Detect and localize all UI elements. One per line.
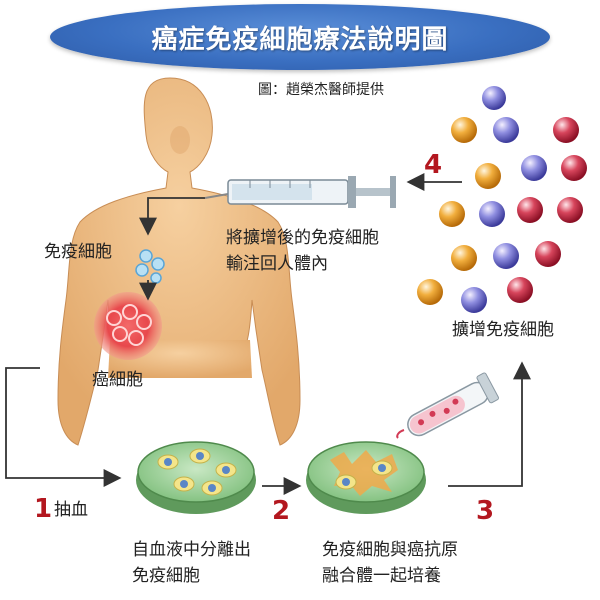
arrow-step-3 xyxy=(448,361,531,487)
step-2-label-line2: 免疫細胞 xyxy=(132,566,200,586)
reinfuse-label-line2: 輸注回人體內 xyxy=(226,254,328,274)
step-3-label-line1: 免疫細胞與癌抗原 xyxy=(322,540,458,560)
petri-dish-2 xyxy=(306,441,426,514)
step-2-label-line1: 自血液中分離出 xyxy=(132,540,251,560)
immune-cells-in-body xyxy=(135,249,165,284)
step-4-number: 4 xyxy=(424,150,443,180)
step-1-number: 1 xyxy=(34,494,53,524)
reinfuse-label-line1: 將擴增後的免疫細胞 xyxy=(226,228,379,248)
petri-dish-1 xyxy=(136,441,256,514)
image-credit: 圖：趙榮杰醫師提供 xyxy=(258,82,384,98)
step-2-number: 2 xyxy=(272,496,291,526)
cancer-cell-mass xyxy=(94,292,162,360)
step-1-label: 抽血 xyxy=(54,500,88,520)
step-3-number: 3 xyxy=(476,496,495,526)
page-title: 癌症免疫細胞療法說明圖 xyxy=(151,24,449,55)
expand-label: 擴增免疫細胞 xyxy=(452,320,554,340)
step-3-label-line2: 融合體一起培養 xyxy=(322,566,441,586)
arrow-injection-into-body xyxy=(139,197,205,236)
title-banner xyxy=(50,4,550,70)
immune-cell-label: 免疫細胞 xyxy=(44,242,112,262)
arrow-step-1 xyxy=(5,367,122,487)
syringe-icon xyxy=(204,176,396,208)
cancer-cell-label: 癌細胞 xyxy=(92,370,143,390)
test-tube-icon xyxy=(407,372,499,437)
expanded-immune-cells xyxy=(417,86,587,313)
